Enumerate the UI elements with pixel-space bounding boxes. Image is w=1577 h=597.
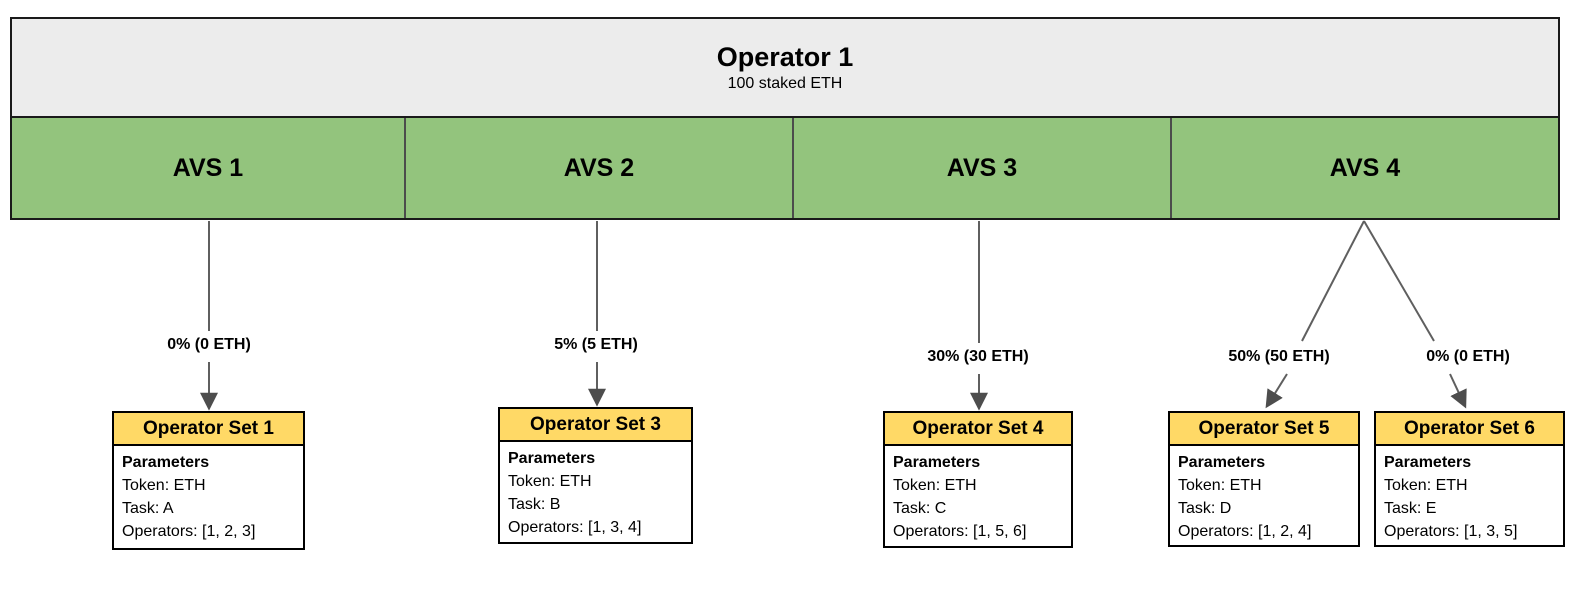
param-operators: Operators: [1, 5, 6] <box>893 523 1027 540</box>
avs-row: AVS 1 AVS 2 AVS 3 AVS 4 <box>12 118 1558 218</box>
operator-set-3-body: Parameters Token: ETH Task: B Operators:… <box>500 442 691 539</box>
allocation-label-avs4-right: 0% (0 ETH) <box>1423 348 1513 366</box>
param-operators: Operators: [1, 2, 4] <box>1178 523 1312 540</box>
param-task: Task: A <box>122 500 174 517</box>
operator-set-6-title: Operator Set 6 <box>1376 413 1563 446</box>
operator-header: Operator 1 100 staked ETH <box>12 19 1558 118</box>
operator-set-3-node: Operator Set 3 Parameters Token: ETH Tas… <box>498 407 693 544</box>
params-heading: Parameters <box>1178 454 1266 471</box>
param-token: Token: ETH <box>1384 477 1468 494</box>
operator-set-1-node: Operator Set 1 Parameters Token: ETH Tas… <box>112 411 305 550</box>
edge-avs4-right-stem <box>1363 220 1435 342</box>
param-task: Task: B <box>508 496 561 513</box>
param-token: Token: ETH <box>508 473 592 490</box>
avs-cell-avs-3: AVS 3 <box>792 118 1170 218</box>
allocation-label-avs4-left: 50% (50 ETH) <box>1225 348 1333 366</box>
operator-set-3-title: Operator Set 3 <box>500 409 691 442</box>
avs-cell-avs-1: AVS 1 <box>12 118 404 218</box>
param-token: Token: ETH <box>1178 477 1262 494</box>
allocation-label-avs1: 0% (0 ETH) <box>164 336 254 354</box>
operator-node: Operator 1 100 staked ETH AVS 1 AVS 2 AV… <box>10 17 1560 220</box>
param-token: Token: ETH <box>893 477 977 494</box>
operator-set-6-node: Operator Set 6 Parameters Token: ETH Tas… <box>1374 411 1565 547</box>
operator-set-5-body: Parameters Token: ETH Task: D Operators:… <box>1170 446 1358 543</box>
avs-cell-avs-4: AVS 4 <box>1170 118 1558 218</box>
operator-set-5-title: Operator Set 5 <box>1170 413 1358 446</box>
params-heading: Parameters <box>1384 454 1472 471</box>
edge-avs4-left-arrow <box>1265 373 1288 409</box>
params-heading: Parameters <box>122 454 210 471</box>
edge-avs4-right-arrow <box>1449 373 1467 409</box>
param-token: Token: ETH <box>122 477 206 494</box>
allocation-label-avs3: 30% (30 ETH) <box>924 348 1032 366</box>
operator-title: Operator 1 <box>716 42 854 72</box>
operator-set-6-body: Parameters Token: ETH Task: E Operators:… <box>1376 446 1563 543</box>
param-operators: Operators: [1, 3, 5] <box>1384 523 1518 540</box>
operator-set-4-title: Operator Set 4 <box>885 413 1071 446</box>
operator-stake-subtitle: 100 staked ETH <box>727 75 843 92</box>
operator-set-4-node: Operator Set 4 Parameters Token: ETH Tas… <box>883 411 1073 548</box>
param-operators: Operators: [1, 3, 4] <box>508 519 642 536</box>
param-operators: Operators: [1, 2, 3] <box>122 523 256 540</box>
param-task: Task: D <box>1178 500 1232 517</box>
operator-set-1-body: Parameters Token: ETH Task: A Operators:… <box>114 446 303 543</box>
param-task: Task: C <box>893 500 947 517</box>
allocation-label-avs2: 5% (5 ETH) <box>551 336 641 354</box>
operator-set-1-title: Operator Set 1 <box>114 413 303 446</box>
avs-cell-avs-2: AVS 2 <box>404 118 792 218</box>
operator-set-4-body: Parameters Token: ETH Task: C Operators:… <box>885 446 1071 543</box>
params-heading: Parameters <box>893 454 981 471</box>
params-heading: Parameters <box>508 450 596 467</box>
param-task: Task: E <box>1384 500 1437 517</box>
edge-avs4-left-stem <box>1301 220 1365 342</box>
operator-set-5-node: Operator Set 5 Parameters Token: ETH Tas… <box>1168 411 1360 547</box>
